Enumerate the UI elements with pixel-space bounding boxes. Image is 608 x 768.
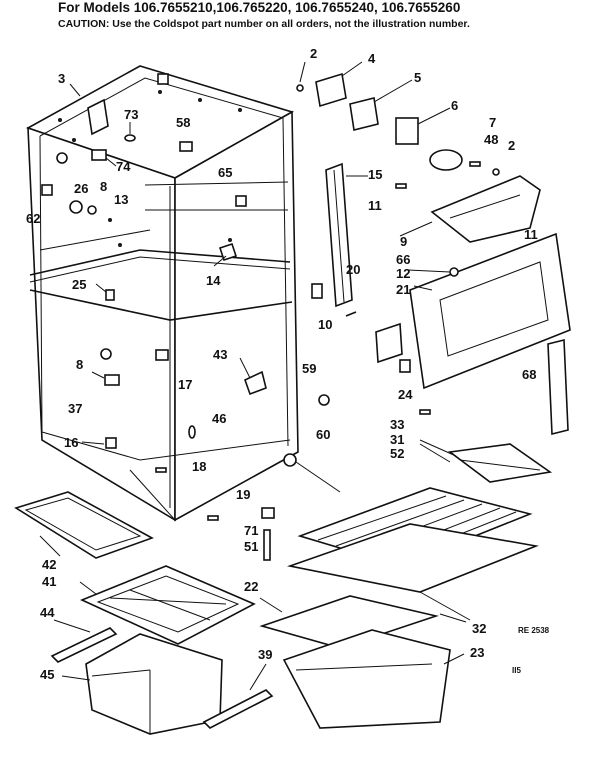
callout-21: 21 <box>396 282 411 297</box>
callout-15: 15 <box>368 167 383 182</box>
callout-18: 18 <box>192 459 207 474</box>
callout-45: 45 <box>40 667 55 682</box>
callout-71: 71 <box>244 523 259 538</box>
callout-3: 3 <box>58 71 66 86</box>
callout-68: 68 <box>522 367 537 382</box>
callout-5: 5 <box>414 70 422 85</box>
callout-2-right: 2 <box>508 138 516 153</box>
callout-14: 14 <box>206 273 221 288</box>
reference-code: RE 2538 <box>518 626 550 635</box>
callout-10: 10 <box>318 317 333 332</box>
callout-17: 17 <box>178 377 193 392</box>
callout-16: 16 <box>64 435 79 450</box>
callout-73: 73 <box>124 107 139 122</box>
callout-31: 31 <box>390 432 405 447</box>
callout-8-lower: 8 <box>76 357 84 372</box>
callout-43: 43 <box>213 347 228 362</box>
shelf-parts <box>207 443 553 729</box>
models-header: For Models 106.7655210,106.765220, 106.7… <box>58 0 461 15</box>
callout-39: 39 <box>258 647 273 662</box>
callout-44: 44 <box>40 605 55 620</box>
callout-26: 26 <box>74 181 89 196</box>
callout-9: 9 <box>400 234 408 249</box>
callout-23: 23 <box>470 645 485 660</box>
callout-22: 22 <box>244 579 259 594</box>
pan-parts <box>14 491 274 735</box>
callout-20: 20 <box>346 262 361 277</box>
callout-41: 41 <box>42 574 57 589</box>
callout-7: 7 <box>489 115 497 130</box>
cabinet-liner <box>26 65 299 522</box>
callout-52: 52 <box>390 446 405 461</box>
page-reference: II5 <box>512 666 521 675</box>
callout-58: 58 <box>176 115 191 130</box>
callout-66: 66 <box>396 252 411 267</box>
callout-24: 24 <box>398 387 413 402</box>
callout-59: 59 <box>302 361 317 376</box>
callout-48: 48 <box>484 132 499 147</box>
callout-60: 60 <box>316 427 331 442</box>
callout-65: 65 <box>218 165 233 180</box>
callout-4: 4 <box>368 51 376 66</box>
callout-19: 19 <box>236 487 251 502</box>
callout-62: 62 <box>26 211 41 226</box>
callout-8-top: 8 <box>100 179 108 194</box>
callout-12: 12 <box>396 266 411 281</box>
callout-25: 25 <box>72 277 87 292</box>
callout-46: 46 <box>212 411 227 426</box>
control-parts <box>296 72 541 243</box>
caution-note: CAUTION: Use the Coldspot part number on… <box>58 18 470 30</box>
callout-13: 13 <box>114 192 129 207</box>
callout-32: 32 <box>472 621 487 636</box>
callout-6: 6 <box>451 98 459 113</box>
callout-33: 33 <box>390 417 405 432</box>
leader-lines <box>39 61 467 691</box>
callout-2-top: 2 <box>310 46 318 61</box>
callout-11-left: 11 <box>368 198 382 213</box>
callout-42: 42 <box>42 557 57 572</box>
callout-51: 51 <box>244 539 259 554</box>
rail-parts <box>311 162 571 436</box>
callout-37: 37 <box>68 401 83 416</box>
cabinet-components <box>41 73 267 473</box>
callout-74: 74 <box>116 159 131 174</box>
callout-11-right: 11 <box>524 227 538 242</box>
